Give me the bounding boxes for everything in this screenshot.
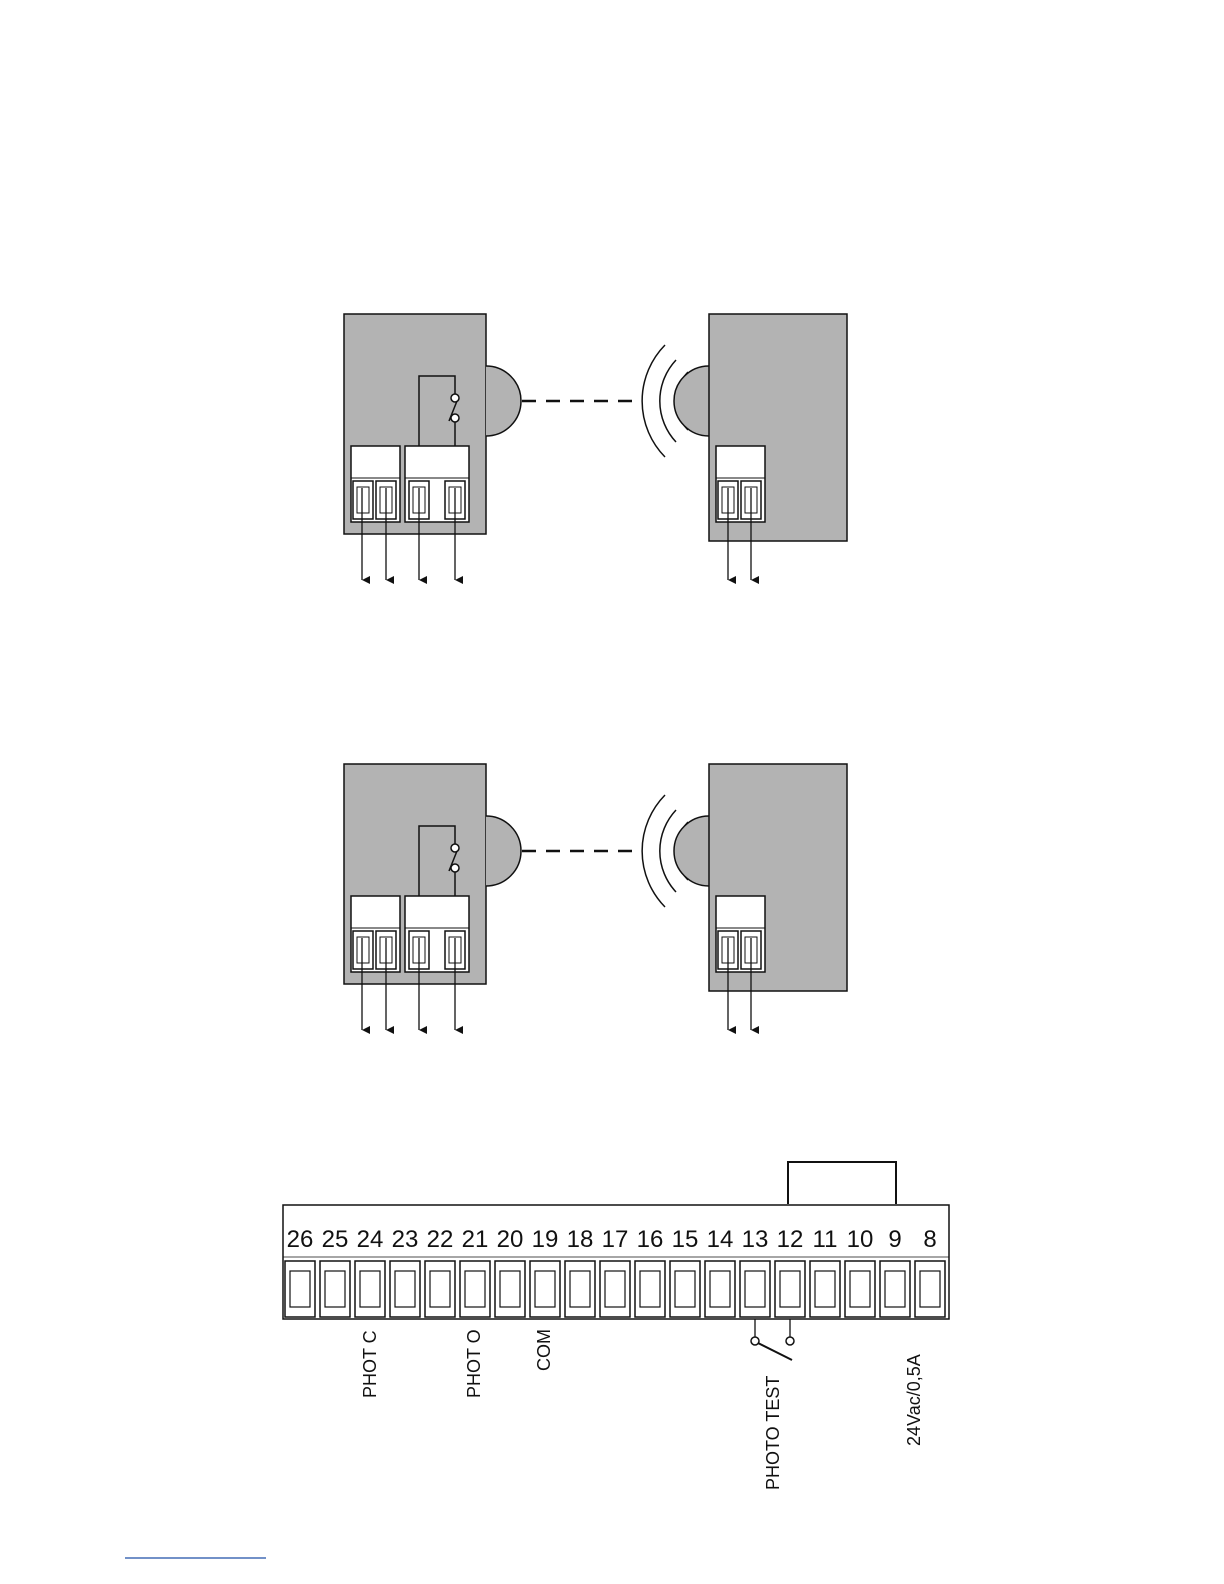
terminal-block-relay [405,896,469,972]
label-phot-o: PHOT O [464,1329,484,1398]
terminal-block-relay [405,446,469,522]
terminal-number: 19 [532,1226,559,1253]
lens-icon [674,816,709,886]
label-com: COM [534,1329,554,1371]
terminal-number: 16 [637,1226,664,1253]
terminal-screws [283,1257,949,1317]
terminal-screw [670,1261,700,1317]
terminal-screw [740,1261,770,1317]
terminal-screw [705,1261,735,1317]
terminal-number: 22 [427,1226,454,1253]
terminal-screw [635,1261,665,1317]
label-photo-test: PHOTO TEST [763,1376,783,1490]
terminal-number: 13 [742,1226,769,1253]
terminal-number: 18 [567,1226,594,1253]
terminal-number: 8 [923,1226,936,1253]
lens-icon [486,366,521,436]
photocell-pair-1 [344,314,847,580]
terminal-number: 11 [813,1226,838,1253]
terminal-screw [880,1261,910,1317]
terminal-number: 10 [847,1226,874,1253]
terminal-screw [775,1261,805,1317]
lens-icon [486,816,521,886]
photocell-transmitter-1 [642,314,847,580]
terminal-screw [460,1261,490,1317]
terminal-block-2pole [351,896,400,972]
photocell-receiver-1 [344,314,521,580]
terminal-number: 25 [322,1226,349,1253]
photo-test-switch-icon [751,1319,794,1360]
jumper-wire [788,1162,896,1204]
photocell-transmitter-2 [642,764,847,1030]
terminal-block-2pole [716,896,765,972]
terminal-number: 12 [777,1226,804,1253]
terminal-screw [600,1261,630,1317]
terminal-number: 26 [287,1226,314,1253]
terminal-screw [810,1261,840,1317]
label-phot-c: PHOT C [360,1330,380,1398]
terminal-number: 20 [497,1226,524,1253]
terminal-number: 24 [357,1226,384,1253]
terminal-screw [915,1261,945,1317]
terminal-screw [320,1261,350,1317]
photocell-receiver-2 [344,764,521,1030]
terminal-screw [355,1261,385,1317]
terminal-block-2pole [716,446,765,522]
terminal-number: 23 [392,1226,419,1253]
terminal-screw [530,1261,560,1317]
terminal-screw [565,1261,595,1317]
terminal-screw [390,1261,420,1317]
terminal-screw [495,1261,525,1317]
terminal-screw [425,1261,455,1317]
photocell-pair-2 [344,764,847,1030]
terminal-screw [845,1261,875,1317]
terminal-number: 21 [462,1226,489,1253]
label-supply: 24Vac/0,5A [904,1354,924,1446]
terminal-number: 15 [672,1226,699,1253]
terminal-number: 14 [707,1226,734,1253]
terminal-block-2pole [351,446,400,522]
terminal-number: 17 [602,1226,629,1253]
lens-icon [674,366,709,436]
terminal-screw [285,1261,315,1317]
terminal-number: 9 [888,1226,901,1253]
